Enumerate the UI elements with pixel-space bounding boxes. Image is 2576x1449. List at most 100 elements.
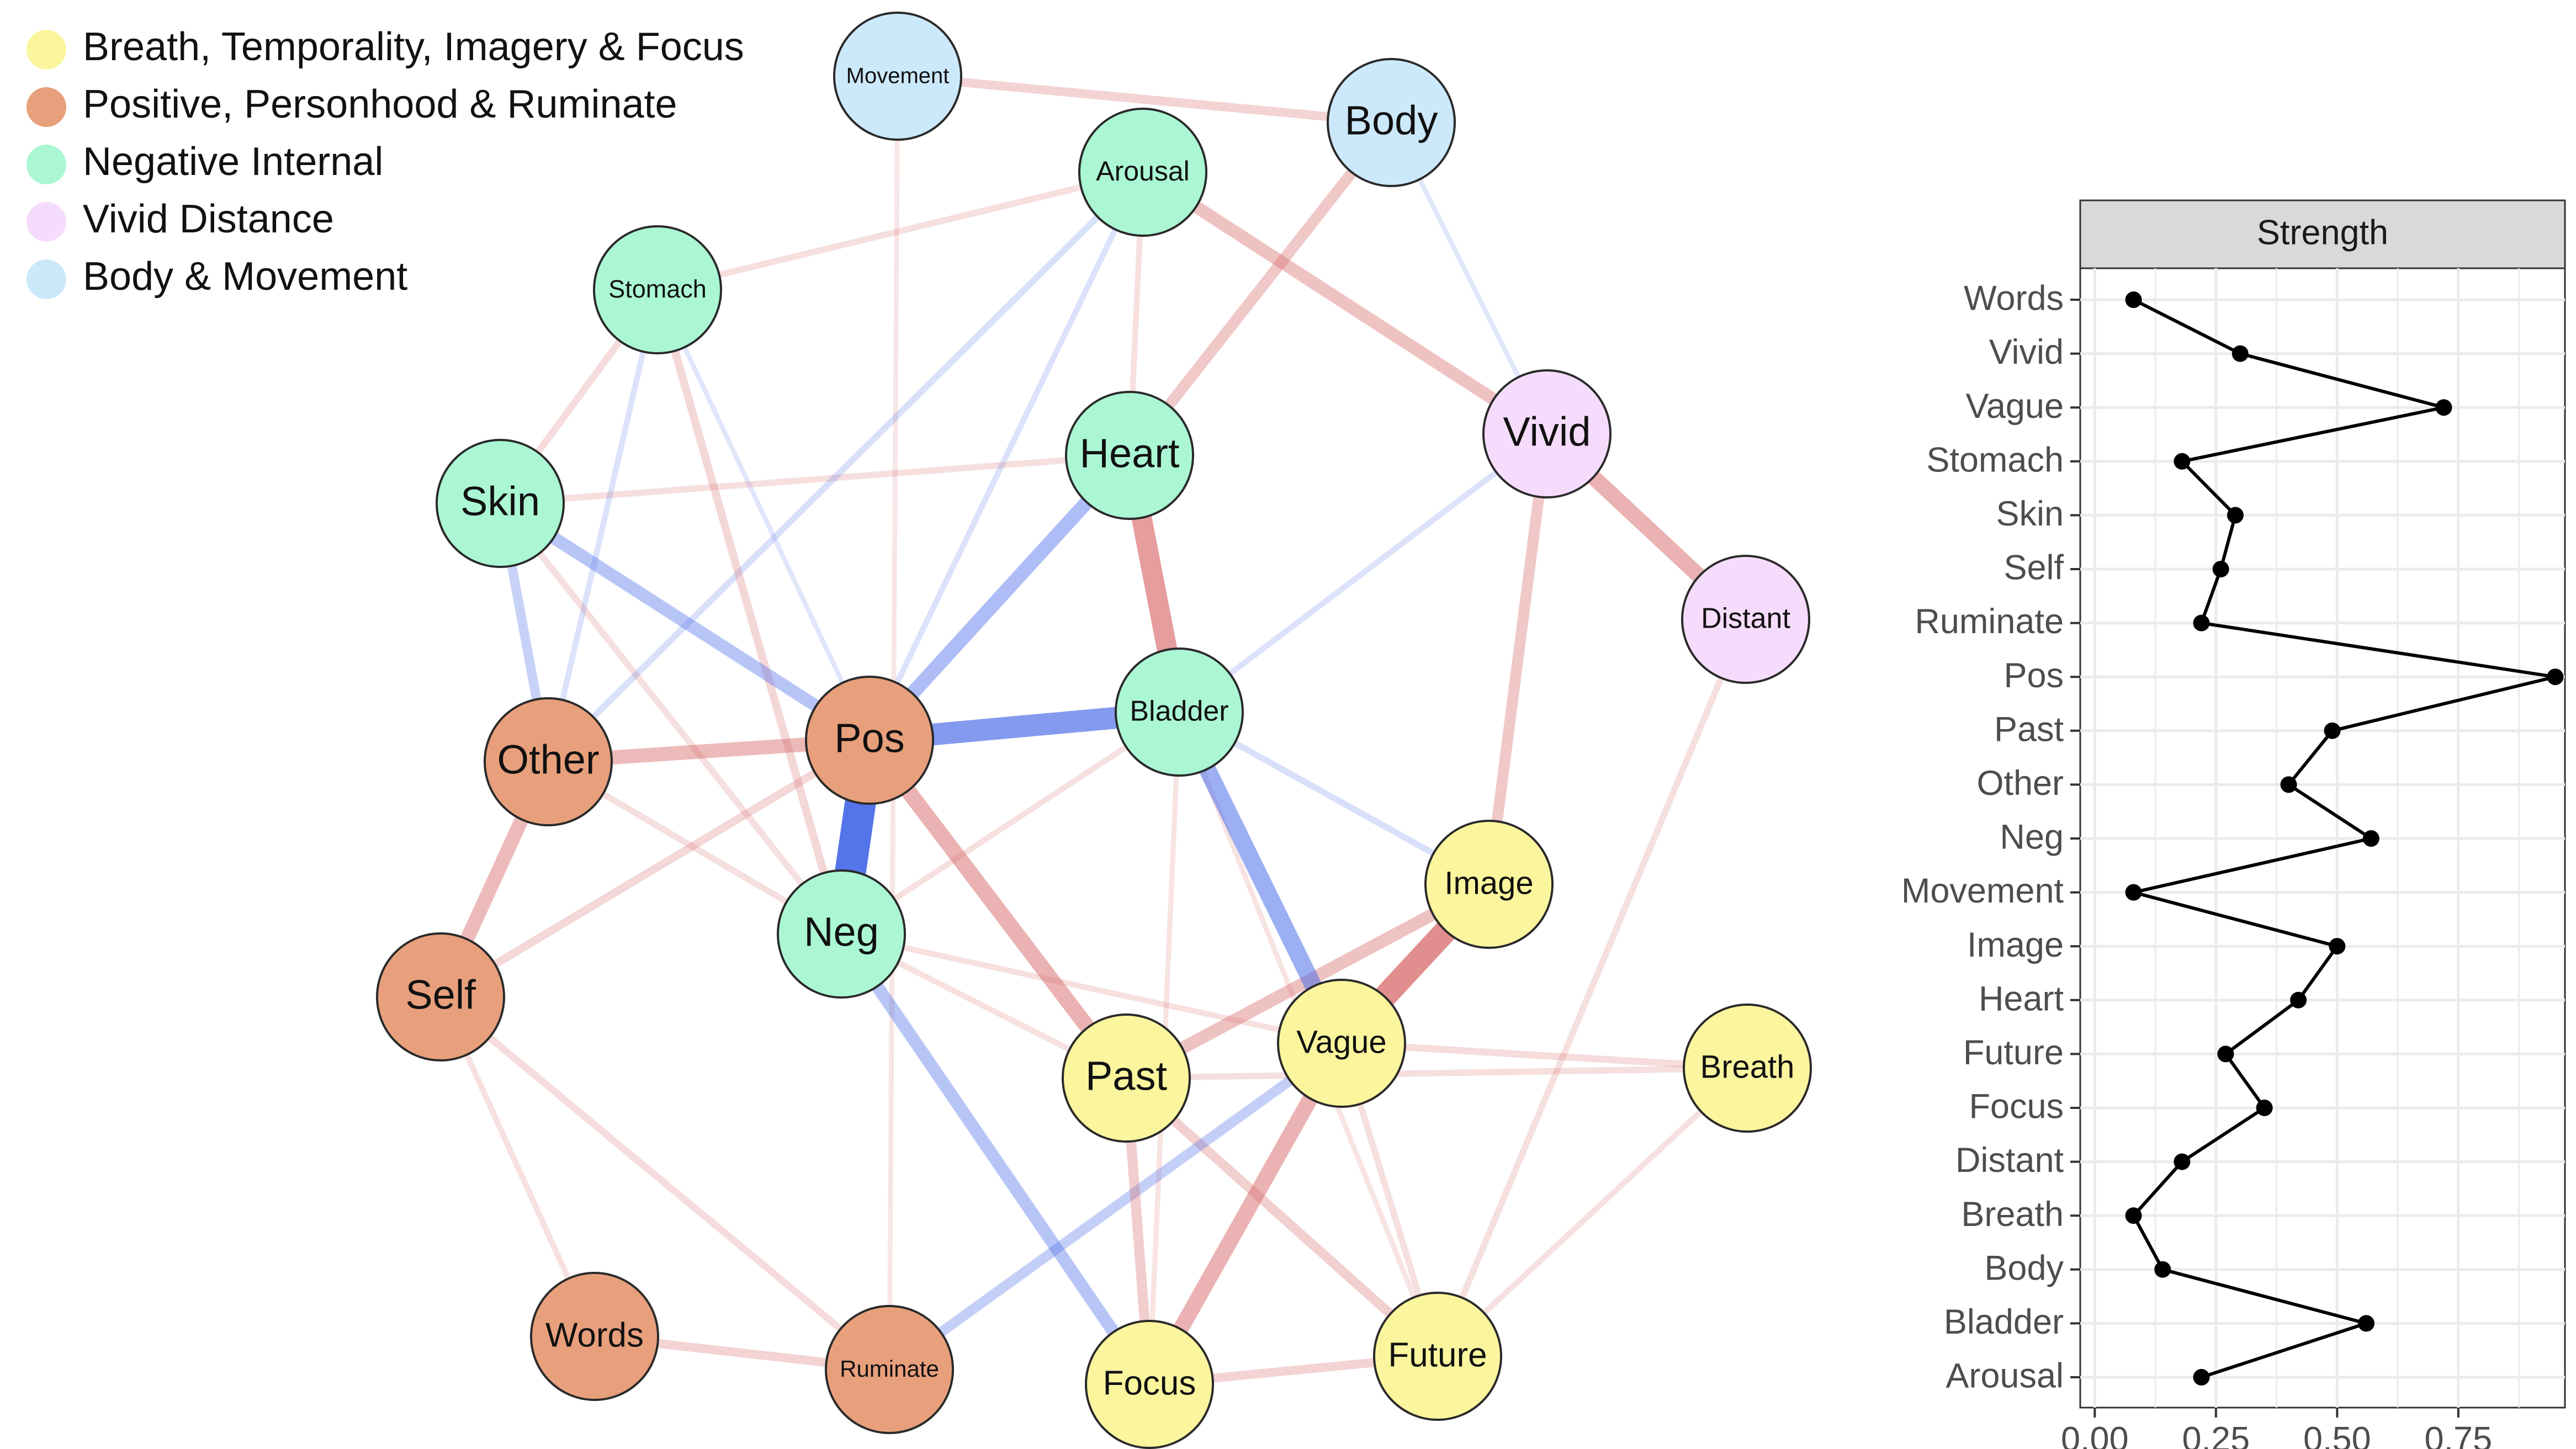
strength-point-neg (2362, 830, 2379, 847)
node-label-pos: Pos (834, 715, 905, 761)
y-tick-label-other: Other (1976, 764, 2064, 803)
edge-movement-body (897, 71, 1392, 128)
legend-swatch-negative-internal (26, 145, 66, 184)
edge-pos-past (863, 735, 1133, 1083)
node-pos: Pos (805, 676, 934, 805)
edge-vague-focus (1142, 1039, 1349, 1388)
y-tick-label-image: Image (1967, 926, 2064, 964)
node-circle-neg (777, 869, 906, 999)
edge-past-breath (1126, 1065, 1748, 1081)
y-tick-label-arousal: Arousal (1946, 1357, 2064, 1395)
node-circle-vivid (1482, 369, 1612, 498)
edge-neg-vague (840, 931, 1343, 1047)
edge-ruminate-vague (886, 1039, 1345, 1374)
strength-point-body (2154, 1261, 2171, 1278)
node-circle-skin (436, 439, 565, 568)
node-words: Words (530, 1272, 659, 1401)
node-label-ruminate: Ruminate (840, 1356, 939, 1382)
edge-arousal-vivid (1139, 167, 1551, 439)
y-tick-label-stomach: Stomach (1926, 440, 2064, 479)
node-circle-pos (805, 676, 934, 805)
x-tick-label-0: 0.00 (2061, 1420, 2129, 1449)
node-focus: Focus (1085, 1320, 1214, 1449)
legend-swatch-body-movement (26, 259, 66, 299)
node-label-past: Past (1085, 1053, 1168, 1099)
strength-point-movement (2125, 884, 2142, 901)
edge-neg-focus (836, 930, 1155, 1388)
node-circle-distant (1681, 555, 1810, 684)
node-circle-past (1062, 1013, 1191, 1143)
strength-title: Strength (2257, 214, 2388, 252)
edge-stomach-pos (655, 289, 872, 741)
node-label-body: Body (1345, 98, 1438, 144)
node-label-distant: Distant (1701, 603, 1790, 635)
node-label-stomach: Stomach (608, 275, 707, 303)
node-label-image: Image (1444, 865, 1533, 901)
strength-point-vague (2435, 399, 2452, 416)
edge-skin-neg (497, 501, 844, 936)
node-label-vivid: Vivid (1503, 409, 1591, 455)
edge-self-ruminate (438, 994, 892, 1372)
node-label-bladder: Bladder (1130, 696, 1228, 728)
node-bladder: Bladder (1115, 647, 1244, 777)
node-circle-image (1424, 820, 1554, 949)
edge-vivid-bladder (1177, 431, 1549, 715)
y-tick-label-vivid: Vivid (1989, 333, 2064, 371)
strength-point-vivid (2232, 345, 2249, 362)
node-label-vague: Vague (1296, 1024, 1386, 1060)
y-tick-label-distant: Distant (1955, 1141, 2064, 1180)
strength-point-focus (2256, 1100, 2273, 1116)
y-tick-label-heart: Heart (1979, 979, 2064, 1018)
node-circle-vague (1277, 979, 1406, 1108)
strength-point-skin (2227, 507, 2244, 524)
y-tick-label-past: Past (1994, 710, 2064, 749)
node-circle-bladder (1115, 647, 1244, 777)
legend-label-negative-internal: Negative Internal (83, 140, 383, 184)
edge-neg-bladder (840, 709, 1181, 937)
strength-point-breath (2125, 1207, 2142, 1224)
node-label-skin: Skin (460, 479, 540, 524)
edge-stomach-other (545, 289, 661, 763)
node-circle-focus (1085, 1320, 1214, 1449)
node-label-breath: Breath (1700, 1049, 1795, 1085)
edge-distant-future (1434, 618, 1749, 1358)
y-tick-label-future: Future (1963, 1033, 2064, 1072)
node-other: Other (484, 697, 613, 826)
strength-point-past (2324, 722, 2341, 739)
x-tick-label-2: 0.50 (2303, 1420, 2371, 1449)
node-circle-stomach (593, 225, 722, 354)
y-tick-label-movement: Movement (1901, 872, 2064, 910)
strength-point-words (2125, 291, 2142, 308)
strength-point-stomach (2174, 453, 2191, 470)
node-circle-body (1327, 58, 1456, 187)
node-body: Body (1327, 58, 1456, 187)
node-vague: Vague (1277, 979, 1406, 1108)
edge-arousal-other (545, 169, 1146, 765)
strength-point-pos (2547, 668, 2564, 686)
edge-skin-pos (496, 498, 873, 746)
edge-skin-heart (500, 452, 1130, 507)
node-heart: Heart (1065, 391, 1194, 520)
node-circle-future (1373, 1292, 1502, 1421)
node-vivid: Vivid (1482, 369, 1612, 498)
strength-plot: Strength WordsVividVagueStomachSkinSelfR… (1901, 199, 2566, 1449)
node-label-arousal: Arousal (1096, 156, 1190, 187)
legend-label-vivid-distance: Vivid Distance (83, 197, 334, 241)
node-label-self: Self (405, 972, 476, 1018)
node-label-future: Future (1388, 1336, 1487, 1374)
node-label-movement: Movement (846, 64, 950, 88)
strength-point-self (2212, 561, 2229, 577)
strength-y-tick-labels: WordsVividVagueStomachSkinSelfRuminatePo… (1901, 279, 2080, 1395)
edge-stomach-neg (654, 289, 845, 935)
node-movement: Movement (833, 12, 962, 141)
node-neg: Neg (777, 869, 906, 999)
node-circle-heart (1065, 391, 1194, 520)
node-future: Future (1373, 1292, 1502, 1421)
strength-point-heart (2290, 991, 2307, 1009)
x-tick-label-3: 0.75 (2425, 1420, 2493, 1449)
node-circle-arousal (1078, 108, 1207, 237)
node-label-focus: Focus (1103, 1364, 1196, 1402)
